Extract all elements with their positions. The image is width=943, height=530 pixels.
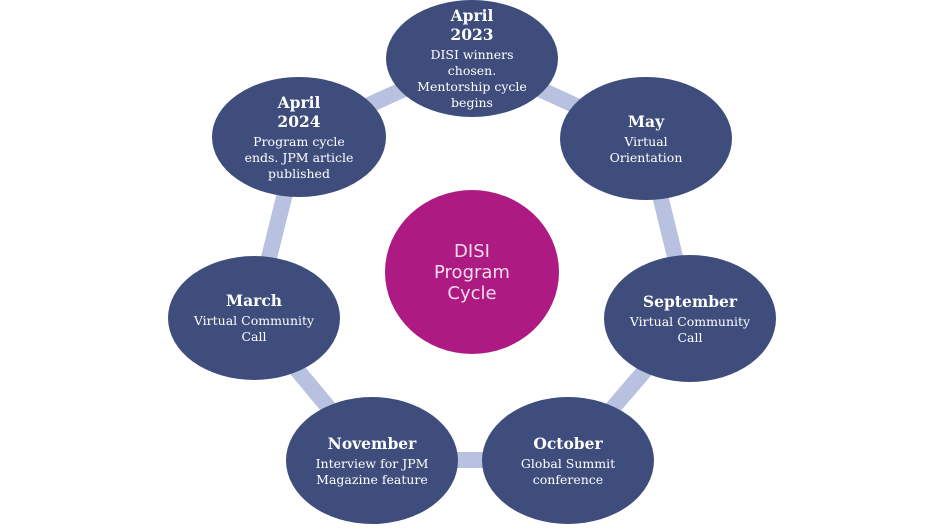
node-title: November bbox=[327, 433, 417, 453]
node-may: May Virtual Orientation bbox=[560, 77, 732, 200]
node-description: Global Summit conference bbox=[520, 455, 616, 487]
node-description: DISI winners chosen. Mentorship cycle be… bbox=[417, 47, 527, 110]
node-april-2023: April 2023 DISI winners chosen. Mentorsh… bbox=[386, 0, 558, 117]
node-title: March bbox=[225, 291, 283, 310]
node-description: Program cycle ends. JPM article publishe… bbox=[244, 133, 354, 181]
node-april-2024: April 2024 Program cycle ends. JPM artic… bbox=[212, 77, 386, 197]
node-october: October Global Summit conference bbox=[482, 397, 654, 524]
node-description: Virtual Orientation bbox=[609, 133, 683, 165]
node-description: Virtual Community Call bbox=[193, 313, 315, 344]
node-november: November Interview for JPM Magazine feat… bbox=[286, 397, 458, 524]
node-september: September Virtual Community Call bbox=[604, 255, 776, 382]
node-description: Virtual Community Call bbox=[629, 313, 751, 345]
center-program-cycle: DISI Program Cycle bbox=[385, 190, 559, 354]
node-title: April 2023 bbox=[450, 6, 494, 44]
node-description: Interview for JPM Magazine feature bbox=[315, 455, 429, 487]
node-title: April 2024 bbox=[277, 92, 321, 131]
node-march: March Virtual Community Call bbox=[168, 256, 340, 380]
node-title: September bbox=[642, 291, 738, 311]
node-title: October bbox=[533, 433, 603, 453]
node-title: May bbox=[627, 111, 665, 131]
